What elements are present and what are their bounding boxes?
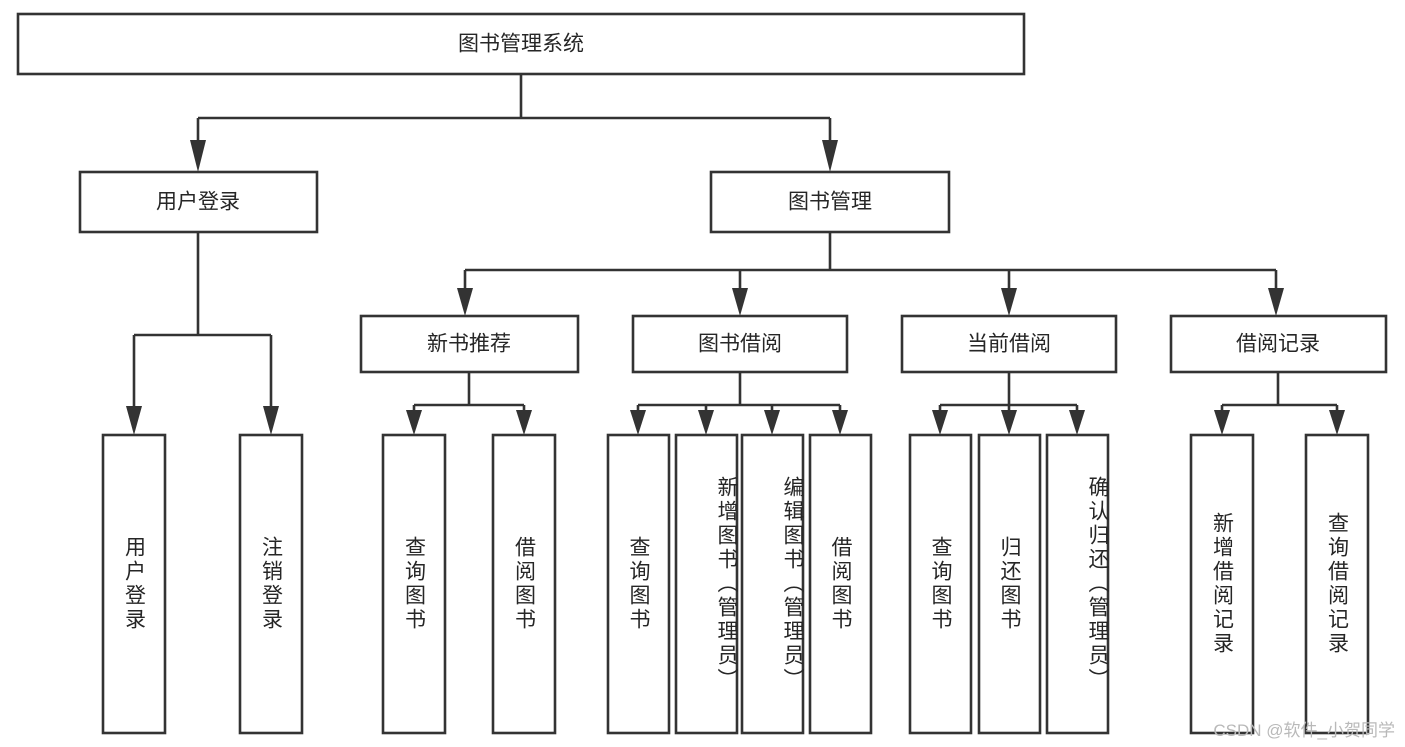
node-leaf-user-logout[interactable] [238, 433, 304, 735]
horizontal-labels-group: 图书管理系统 用户登录 图书管理 新书推荐 图书借阅 当前借阅 借阅记录 [156, 33, 1320, 356]
node-new-book-rec[interactable] [359, 314, 580, 374]
node-leaf-edit-book[interactable] [740, 433, 805, 735]
arrow-head-leaf-borrow-book-1 [516, 410, 532, 435]
arrow-head-leaf-add-book [698, 410, 714, 435]
node-leaf-return-book[interactable] [977, 433, 1042, 735]
node-leaf-add-book[interactable] [674, 433, 739, 735]
label-current-borrow: 当前借阅 [967, 333, 1051, 356]
arrow-head-leaf-confirm-return [1069, 410, 1085, 435]
node-leaf-add-record[interactable] [1189, 433, 1255, 735]
node-leaf-query-record[interactable] [1304, 433, 1370, 735]
label-new-book-rec: 新书推荐 [427, 333, 511, 356]
node-leaf-confirm-return[interactable] [1045, 433, 1110, 735]
node-root[interactable] [16, 12, 1026, 76]
arrow-head-leaf-edit-book [764, 410, 780, 435]
arrow-head-leaf-user-login [126, 406, 142, 435]
node-leaf-query-book-1[interactable] [381, 433, 447, 735]
node-boxes-group [16, 12, 1388, 735]
arrow-head-leaf-query-record [1329, 410, 1345, 435]
node-leaf-query-book-2[interactable] [606, 433, 671, 735]
node-current-borrow[interactable] [900, 314, 1118, 374]
arrow-head-book-manage [822, 140, 838, 172]
arrow-head-leaf-add-record [1214, 410, 1230, 435]
arrow-head-leaf-borrow-book-2 [832, 410, 848, 435]
arrow-head-book-borrow [732, 288, 748, 316]
node-book-borrow[interactable] [631, 314, 849, 374]
arrow-head-leaf-return-book [1001, 410, 1017, 435]
label-book-manage: 图书管理 [788, 191, 872, 214]
node-borrow-record[interactable] [1169, 314, 1388, 374]
arrow-head-leaf-query-book-3 [932, 410, 948, 435]
label-user-login: 用户登录 [156, 191, 240, 214]
node-user-login[interactable] [78, 170, 319, 234]
arrow-head-new-book-rec [457, 288, 473, 316]
arrow-head-leaf-user-logout [263, 406, 279, 435]
arrow-head-borrow-record [1268, 288, 1284, 316]
label-book-borrow: 图书借阅 [698, 333, 782, 356]
csdn-watermark: CSDN @软件_小贺同学 [1213, 721, 1395, 740]
arrow-head-leaf-query-book-1 [406, 410, 422, 435]
arrow-head-current-borrow [1001, 288, 1017, 316]
connectors-group [126, 75, 1345, 435]
node-leaf-query-book-3[interactable] [908, 433, 973, 735]
arrow-head-leaf-query-book-2 [630, 410, 646, 435]
arrow-head-user-login [190, 140, 206, 172]
label-root: 图书管理系统 [458, 33, 584, 56]
node-leaf-borrow-book-1[interactable] [491, 433, 557, 735]
node-leaf-user-login[interactable] [101, 433, 167, 735]
node-book-manage[interactable] [709, 170, 951, 234]
node-leaf-borrow-book-2[interactable] [808, 433, 873, 735]
label-borrow-record: 借阅记录 [1236, 333, 1320, 356]
